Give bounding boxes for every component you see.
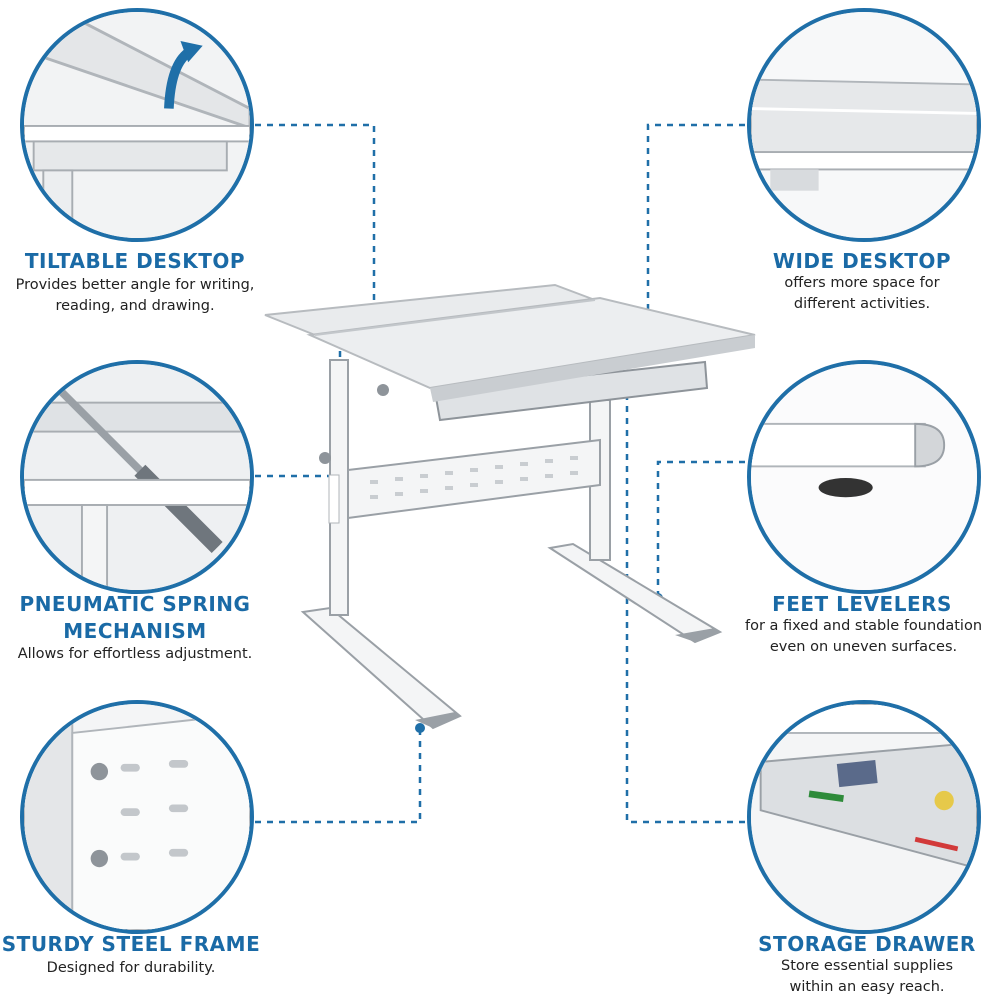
desktop-divider (314, 299, 596, 336)
connector-frame (255, 728, 422, 824)
feature-image-drawer (747, 700, 981, 934)
feature-image-feet (747, 360, 981, 594)
foot-leveler-icon (751, 364, 977, 590)
connector-drawer (625, 385, 745, 824)
title-feet: FEET LEVELERS (772, 592, 952, 616)
desc-wide: offers more space for different activiti… (784, 275, 940, 312)
desc-drawer: Store essential supplies within an easy … (781, 958, 953, 995)
height-scale (328, 474, 340, 524)
desktop-edge (430, 335, 755, 402)
gas-spring-icon (24, 364, 250, 590)
connector-feet (656, 460, 745, 598)
right-foot-cap (675, 628, 720, 642)
title-tiltable: TILTABLE DESKTOP (24, 249, 246, 273)
desc-pneumatic: Allows for effortless adjustment. (17, 646, 253, 662)
crossbar (347, 438, 601, 520)
connector-tiltable (255, 123, 376, 350)
title-pneumatic: PNEUMATIC SPRING MECHANISM (19, 592, 251, 643)
height-knob (319, 452, 331, 464)
feature-image-pneumatic (20, 360, 254, 594)
feature-image-tiltable (20, 8, 254, 242)
steel-frame-icon (24, 704, 250, 930)
storage-drawer-icon (751, 704, 977, 930)
title-frame: STURDY STEEL FRAME (1, 932, 261, 956)
wide-desktop-icon (751, 12, 977, 238)
drawer (433, 360, 709, 422)
left-foot (300, 606, 462, 730)
desc-tiltable: Provides better angle for writing, readi… (15, 277, 255, 314)
right-foot (547, 542, 723, 644)
title-drawer: STORAGE DRAWER (758, 932, 976, 956)
connector-dot (415, 723, 425, 733)
tilt-knob (377, 384, 389, 396)
feature-image-wide (747, 8, 981, 242)
left-foot-cap (415, 712, 460, 728)
connector-wide (646, 123, 745, 325)
title-wide: WIDE DESKTOP (772, 249, 952, 273)
desc-frame: Designed for durability. (46, 960, 216, 976)
tilting-desktop-icon (24, 12, 250, 238)
desk-illustration (264, 283, 756, 730)
desc-feet: for a fixed and stable foundation even o… (744, 618, 983, 655)
feature-image-frame (20, 700, 254, 934)
